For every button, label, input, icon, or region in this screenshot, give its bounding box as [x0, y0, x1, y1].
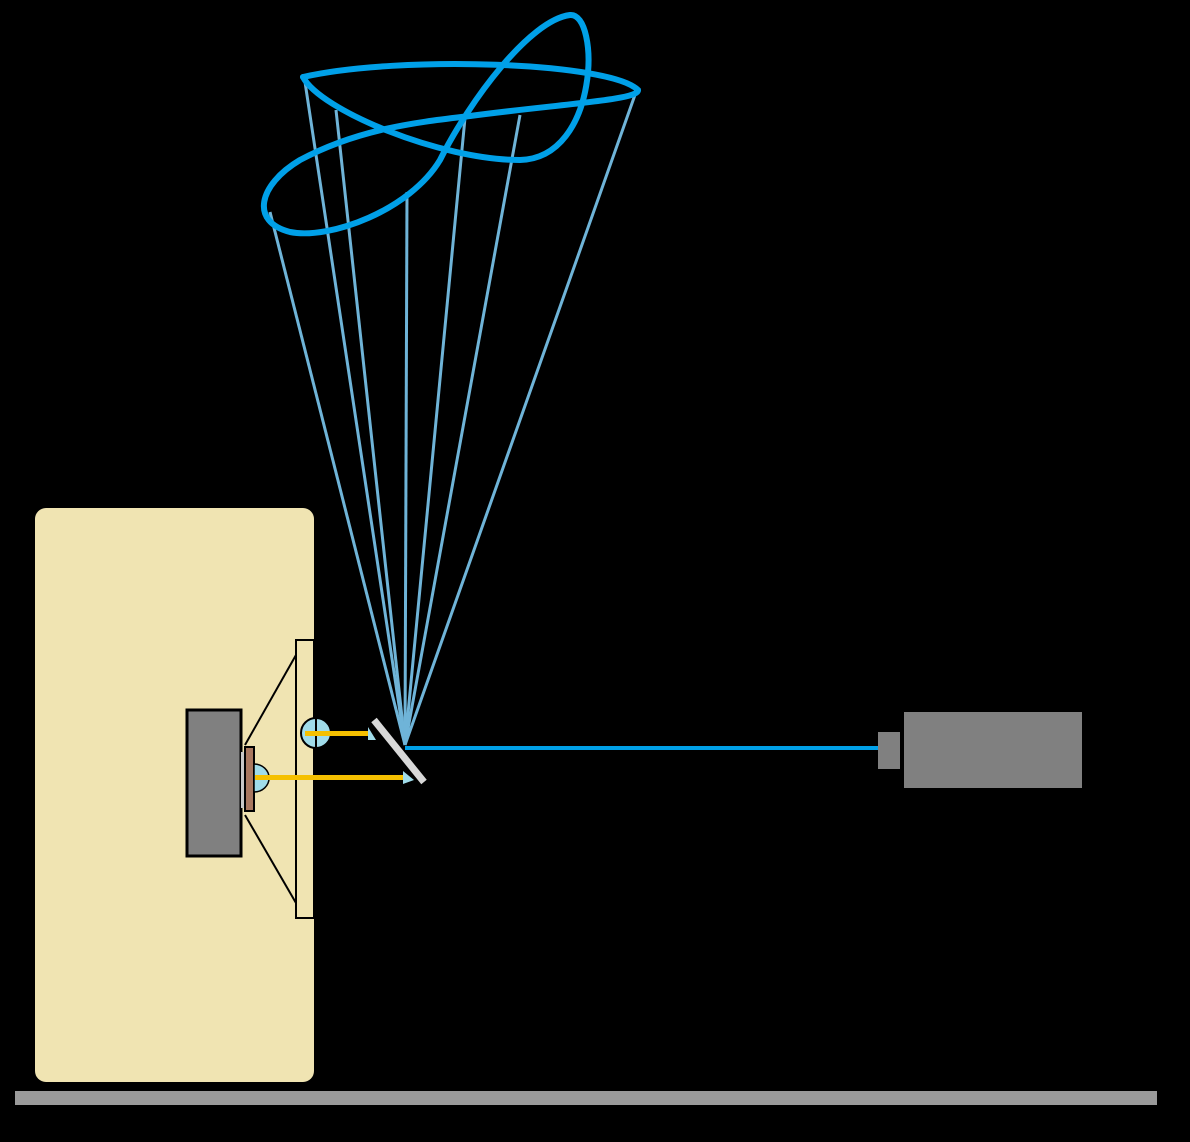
spacer	[241, 752, 245, 808]
laser-aperture	[878, 732, 900, 769]
voice-coil	[244, 746, 255, 812]
upper-rod-tip	[368, 727, 376, 740]
speaker-magnet	[185, 708, 243, 858]
mirror	[371, 717, 427, 785]
speaker-cone-bottom	[244, 814, 297, 904]
projected-pattern	[260, 12, 641, 237]
floor	[15, 1091, 1157, 1105]
lower-rod-tip	[403, 771, 414, 784]
speaker-cone-top	[244, 654, 297, 746]
upper-rod	[305, 731, 369, 736]
laser-emitter	[904, 712, 1082, 788]
scattered-rays	[268, 81, 638, 746]
lower-rod	[255, 775, 403, 780]
speaker-enclosure	[35, 508, 314, 1082]
